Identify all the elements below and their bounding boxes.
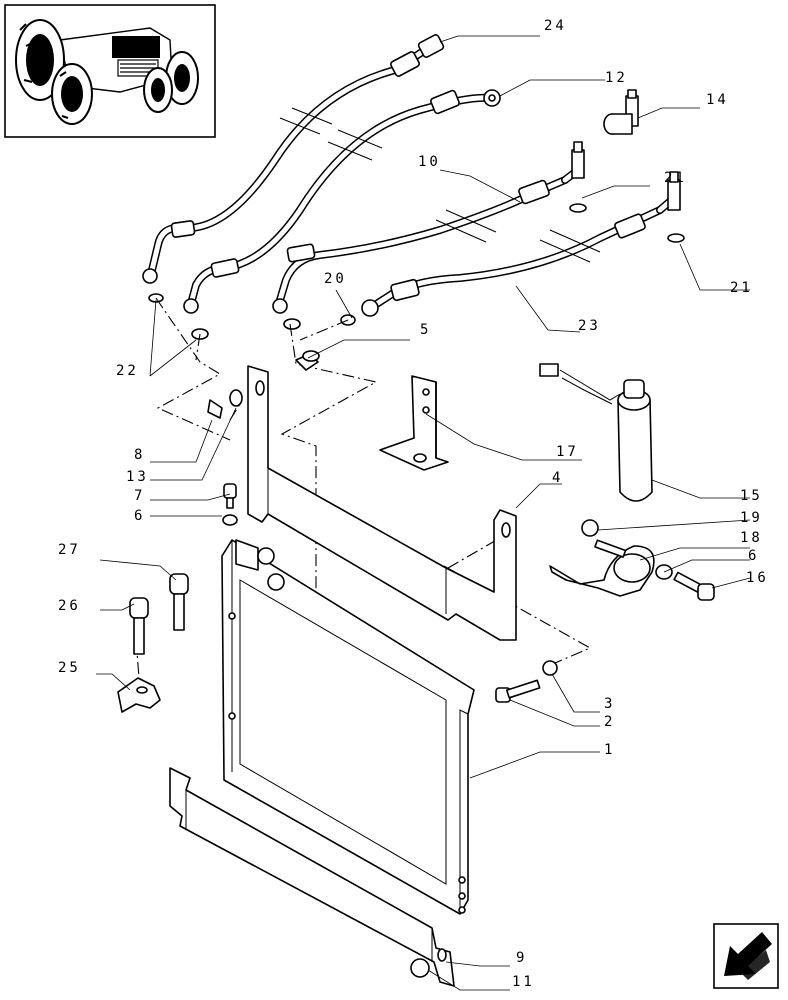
arrow-left-icon[interactable] bbox=[713, 923, 779, 989]
condenser-1 bbox=[221, 539, 475, 915]
label-2: 2 bbox=[604, 714, 615, 730]
drier-15 bbox=[539, 363, 653, 502]
label-21a: 21 bbox=[664, 170, 687, 186]
nut-11 bbox=[410, 958, 430, 978]
label-23: 23 bbox=[578, 318, 601, 334]
label-20: 20 bbox=[324, 271, 347, 287]
label-13: 13 bbox=[126, 469, 149, 485]
washer-19 bbox=[581, 519, 599, 537]
label-4: 4 bbox=[552, 470, 563, 486]
label-27: 27 bbox=[58, 542, 81, 558]
label-1: 1 bbox=[604, 742, 615, 758]
label-22: 22 bbox=[116, 363, 139, 379]
nut-6a bbox=[222, 514, 238, 526]
label-6a: 6 bbox=[134, 508, 145, 524]
bolt-16 bbox=[673, 571, 715, 601]
bolt-5 bbox=[295, 350, 320, 371]
label-14: 14 bbox=[706, 92, 729, 108]
bolt-2 bbox=[495, 679, 541, 703]
bolt-26 bbox=[129, 597, 149, 655]
label-6b: 6 bbox=[748, 548, 759, 564]
label-19: 19 bbox=[740, 510, 763, 526]
fitting-14 bbox=[603, 89, 639, 135]
label-10: 10 bbox=[418, 154, 441, 170]
bracket-17 bbox=[379, 375, 449, 471]
label-8: 8 bbox=[134, 447, 145, 463]
clip-8 bbox=[207, 399, 223, 419]
bracket-18 bbox=[549, 545, 655, 597]
label-21b: 21 bbox=[730, 280, 753, 296]
washer-3 bbox=[542, 660, 558, 676]
leader-lines bbox=[96, 35, 751, 991]
washer-13 bbox=[229, 389, 243, 407]
label-3: 3 bbox=[604, 696, 615, 712]
hose-24 bbox=[142, 34, 445, 303]
bolt-27 bbox=[169, 573, 189, 631]
label-5: 5 bbox=[420, 322, 431, 338]
hose-10 bbox=[272, 141, 587, 330]
label-12: 12 bbox=[605, 70, 628, 86]
label-17: 17 bbox=[556, 444, 579, 460]
label-7: 7 bbox=[134, 488, 145, 504]
label-15: 15 bbox=[740, 488, 763, 504]
hose-12 bbox=[183, 89, 501, 340]
bolt-7 bbox=[223, 483, 237, 509]
lower-bracket-9 bbox=[169, 767, 455, 987]
callout-labels: 24 12 14 10 21 21 20 23 22 5 17 8 13 7 6… bbox=[58, 18, 769, 990]
clamp-25 bbox=[117, 677, 161, 713]
label-24: 24 bbox=[544, 18, 567, 34]
hose-23 bbox=[340, 171, 685, 326]
frame-4 bbox=[247, 365, 517, 641]
label-26: 26 bbox=[58, 598, 81, 614]
tractor-thumbnail-icon[interactable] bbox=[4, 4, 216, 138]
label-16: 16 bbox=[746, 570, 769, 586]
label-9: 9 bbox=[516, 950, 527, 966]
label-25: 25 bbox=[58, 660, 81, 676]
screw-19 bbox=[594, 539, 627, 558]
label-11: 11 bbox=[512, 974, 535, 990]
label-18: 18 bbox=[740, 530, 763, 546]
